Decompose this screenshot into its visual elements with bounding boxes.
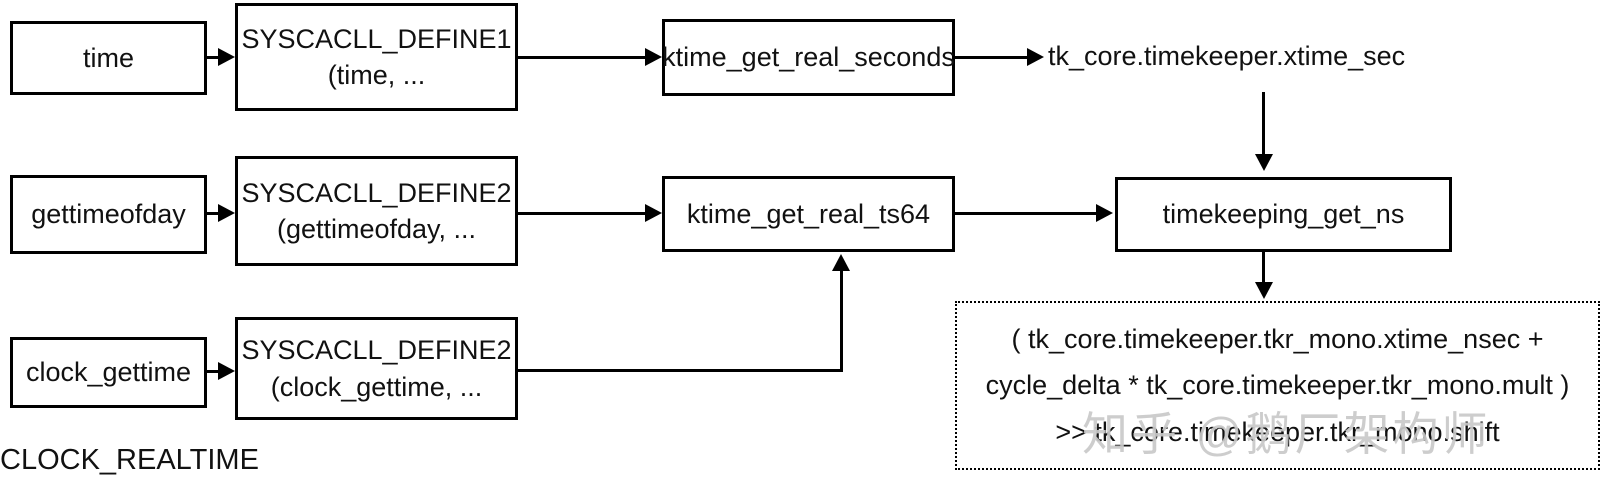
define2b-name: SYSCACLL_DEFINE2 <box>241 335 512 366</box>
connector-gettimeofday-to-define2 <box>207 212 221 215</box>
node-syscall-time: time <box>10 21 207 95</box>
arrowhead-right-icon <box>218 204 235 222</box>
arrowhead-down-icon <box>1255 154 1273 171</box>
node-ktime-get-real-seconds: ktime_get_real_seconds <box>662 19 955 96</box>
connector-func-to-result <box>955 56 1029 59</box>
formula-line3: >> tk_core.timekeeper.tkr_mono.shift <box>1055 416 1500 447</box>
text-xtime-sec: tk_core.timekeeper.xtime_sec <box>1048 41 1406 71</box>
define2a-name: SYSCACLL_DEFINE2 <box>241 177 512 208</box>
connector-elbow-horizontal <box>518 369 843 372</box>
arrowhead-down-icon <box>1255 282 1273 299</box>
node-syscall-time-label: time <box>82 42 134 73</box>
define2a-args: (gettimeofday, ... <box>276 214 477 244</box>
node-syscall-clock-gettime: clock_gettime <box>10 337 207 408</box>
node-gettimeofday-define2: SYSCACLL_DEFINE2 (gettimeofday, ... <box>235 156 518 266</box>
ktime-get-real-seconds-label: ktime_get_real_seconds <box>662 42 955 73</box>
connector-elbow-vertical <box>840 270 843 372</box>
connector-define2-to-ts64 <box>518 212 647 215</box>
connector-define1-to-func <box>518 56 647 59</box>
node-syscall-clock-gettime-label: clock_gettime <box>25 357 192 388</box>
node-timekeeping-get-ns: timekeeping_get_ns <box>1115 177 1452 252</box>
formula-box: ( tk_core.timekeeper.tkr_mono.xtime_nsec… <box>955 301 1600 470</box>
formula-line1: ( tk_core.timekeeper.tkr_mono.xtime_nsec… <box>1011 323 1544 354</box>
connector-clock-gettime-to-define2 <box>207 370 221 373</box>
arrowhead-right-icon <box>1096 204 1113 222</box>
connector-xtime-sec-down <box>1262 92 1265 154</box>
ktime-get-real-ts64-label: ktime_get_real_ts64 <box>686 198 931 229</box>
node-clock-gettime-define2: SYSCACLL_DEFINE2 (clock_gettime, ... <box>235 317 518 420</box>
node-syscall-define1: SYSCACLL_DEFINE1 (time, ... <box>235 3 518 111</box>
connector-ts64-to-getns <box>955 212 1098 215</box>
arrowhead-right-icon <box>218 48 235 66</box>
formula-line2: cycle_delta * tk_core.timekeeper.tkr_mon… <box>985 370 1570 401</box>
connector-time-to-define1 <box>207 56 221 59</box>
define2b-args: (clock_gettime, ... <box>270 371 483 402</box>
clock-realtime-label: CLOCK_REALTIME <box>0 444 259 476</box>
node-syscall-gettimeofday: gettimeofday <box>10 175 207 254</box>
arrowhead-right-icon <box>1027 48 1044 66</box>
define1-args: (time, ... <box>327 60 426 90</box>
arrowhead-right-icon <box>645 48 662 66</box>
define1-name: SYSCACLL_DEFINE1 <box>241 23 512 54</box>
timekeeping-get-ns-label: timekeeping_get_ns <box>1162 199 1405 230</box>
node-ktime-get-real-ts64: ktime_get_real_ts64 <box>662 176 955 252</box>
arrowhead-right-icon <box>218 362 235 380</box>
node-syscall-gettimeofday-label: gettimeofday <box>31 199 186 230</box>
connector-getns-down <box>1262 252 1265 282</box>
arrowhead-up-icon <box>832 254 850 271</box>
arrowhead-right-icon <box>645 204 662 222</box>
